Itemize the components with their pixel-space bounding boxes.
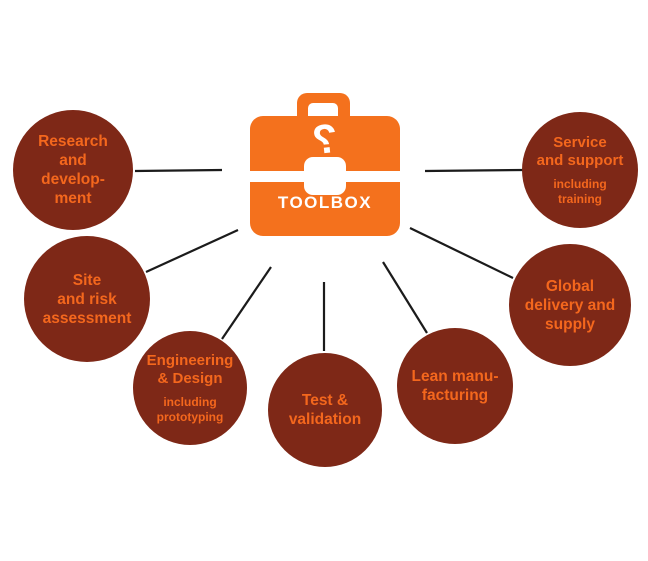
node-test-validation: Test & validation [268,353,382,467]
toolbox-latch [304,157,346,195]
connector-lean [382,261,428,334]
question-mark-icon: ? [310,114,340,164]
node-title: Lean manu- facturing [411,368,499,404]
toolbox-handle-hole [308,103,338,116]
node-engineering-design: Engineering & Design including prototypi… [133,331,247,445]
node-title: Engineering & Design [146,351,234,387]
connector-service [424,168,524,173]
node-title: Global delivery and supply [524,277,616,333]
toolbox-icon: ? TOOLBOX [250,92,400,236]
node-lean-manufacturing: Lean manu- facturing [397,328,513,444]
node-title: Service and support [536,133,624,169]
connector-engineering [221,266,272,340]
node-global-delivery-supply: Global delivery and supply [509,244,631,366]
connector-site [145,228,239,274]
node-title: Site and risk assessment [42,271,132,327]
connector-research [134,168,223,173]
node-research-development: Research and develop- ment [13,110,133,230]
node-title: Test & validation [288,392,362,428]
node-site-risk-assessment: Site and risk assessment [24,236,150,362]
node-service-support: Service and support including training [522,112,638,228]
node-title: Research and develop- ment [38,133,108,207]
toolbox-label: TOOLBOX [277,193,373,212]
node-subtitle: including prototyping [156,394,224,424]
node-subtitle: including training [553,176,607,206]
connector-global [409,227,514,279]
